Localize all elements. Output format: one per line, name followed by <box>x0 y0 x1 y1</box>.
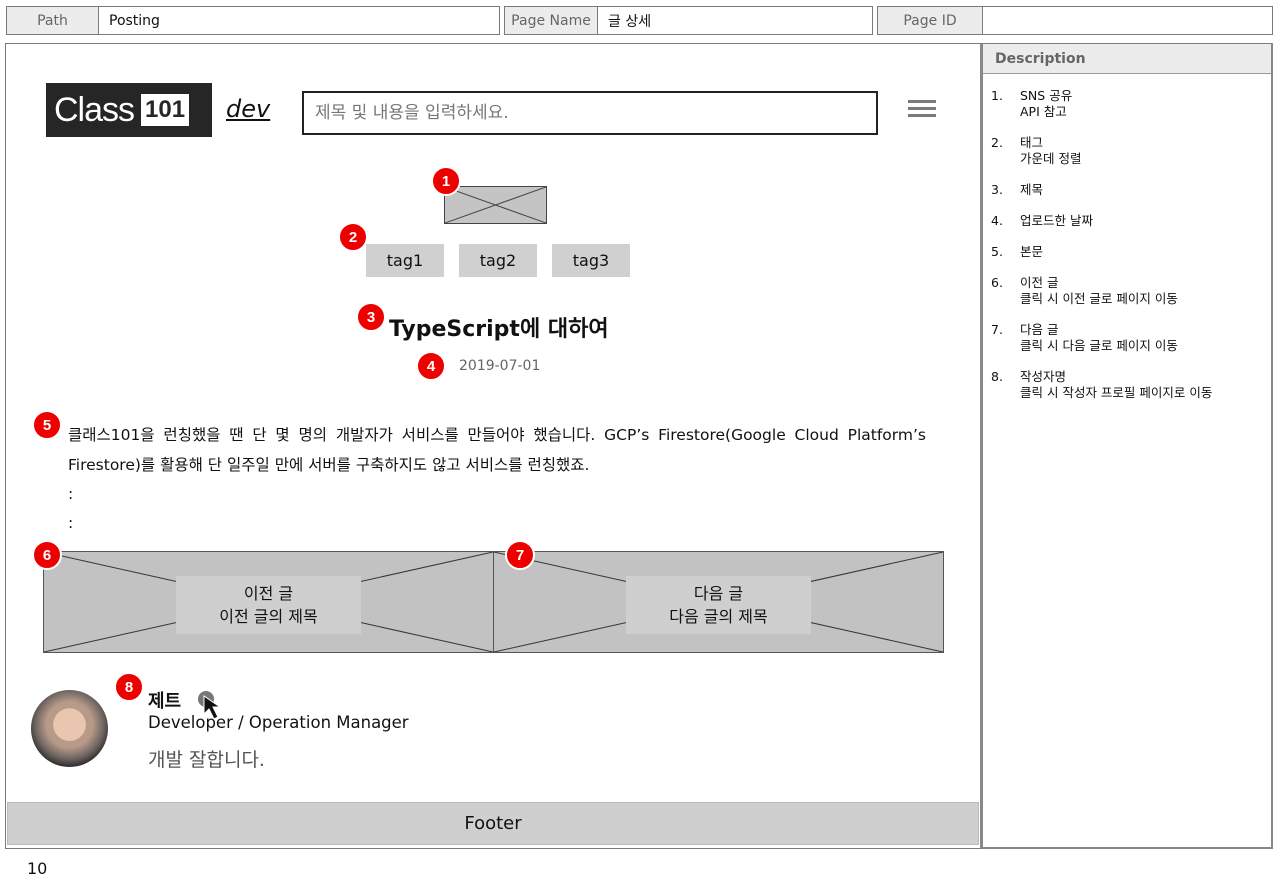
wireframe-canvas <box>5 43 983 849</box>
mouse-cursor-icon <box>203 695 222 720</box>
description-item: 5.본문 <box>991 244 1044 259</box>
prev-post-button[interactable]: 이전 글 이전 글의 제목 <box>43 551 494 653</box>
author-role: Developer / Operation Manager <box>148 713 409 732</box>
meta-page-id: Page ID <box>877 6 1273 35</box>
hamburger-menu-icon[interactable] <box>908 100 936 122</box>
page-number: 10 <box>27 859 48 878</box>
logo-text: Class <box>54 90 135 129</box>
dev-link[interactable]: dev <box>226 95 271 123</box>
meta-page-name: Page Name 글 상세 <box>504 6 873 35</box>
annotation-badge-5: 5 <box>32 410 62 440</box>
next-post-label-box: 다음 글 다음 글의 제목 <box>626 576 811 634</box>
page-id-value <box>983 7 993 34</box>
description-title: Description <box>983 44 1271 74</box>
next-post-button[interactable]: 다음 글 다음 글의 제목 <box>493 551 944 653</box>
prev-post-label-box: 이전 글 이전 글의 제목 <box>176 576 361 634</box>
meta-path: Path Posting <box>6 6 500 35</box>
path-value: Posting <box>109 12 160 29</box>
annotation-badge-2: 2 <box>338 222 368 252</box>
annotation-badge-7: 7 <box>505 540 535 570</box>
page-name-label: Page Name <box>505 7 598 34</box>
path-label: Path <box>7 7 99 34</box>
class101-logo[interactable]: Class 101 <box>46 83 212 137</box>
search-input[interactable] <box>302 91 878 135</box>
post-body-ellipsis: : <box>68 514 74 532</box>
description-item: 3.제목 <box>991 182 1044 197</box>
annotation-badge-1: 1 <box>431 166 461 196</box>
author-name-link[interactable]: 제트 <box>148 691 182 712</box>
logo-box: 101 <box>139 92 192 128</box>
sns-share-placeholder[interactable] <box>444 186 547 224</box>
annotation-badge-6: 6 <box>32 540 62 570</box>
annotation-badge-8: 8 <box>114 672 144 702</box>
annotation-badge-3: 3 <box>356 302 386 332</box>
annotation-badge-4: 4 <box>416 351 446 381</box>
image-placeholder-icon <box>444 186 547 224</box>
post-title: TypeScript에 대하여 <box>389 317 609 342</box>
page-name-value: 글 상세 <box>608 13 652 30</box>
tag-2[interactable]: tag2 <box>459 244 537 277</box>
prev-post-label: 이전 글 <box>243 584 294 603</box>
page-footer: Footer <box>7 802 979 845</box>
post-body-ellipsis: : <box>68 485 74 503</box>
author-bio: 개발 잘합니다. <box>148 749 265 771</box>
post-body-text: 클래스101을 런칭했을 땐 단 몇 명의 개발자가 서비스를 만들어야 했습니… <box>68 426 926 474</box>
next-post-title: 다음 글의 제목 <box>669 607 768 626</box>
prev-post-title: 이전 글의 제목 <box>219 607 318 626</box>
description-item: 4.업로드한 날짜 <box>991 213 1093 228</box>
tag-1[interactable]: tag1 <box>366 244 444 277</box>
author-avatar <box>31 690 108 767</box>
page-id-label: Page ID <box>878 7 983 34</box>
post-body: 클래스101을 런칭했을 땐 단 몇 명의 개발자가 서비스를 만들어야 했습니… <box>68 420 926 538</box>
next-post-label: 다음 글 <box>693 584 744 603</box>
tag-3[interactable]: tag3 <box>552 244 630 277</box>
post-date: 2019-07-01 <box>459 358 541 374</box>
